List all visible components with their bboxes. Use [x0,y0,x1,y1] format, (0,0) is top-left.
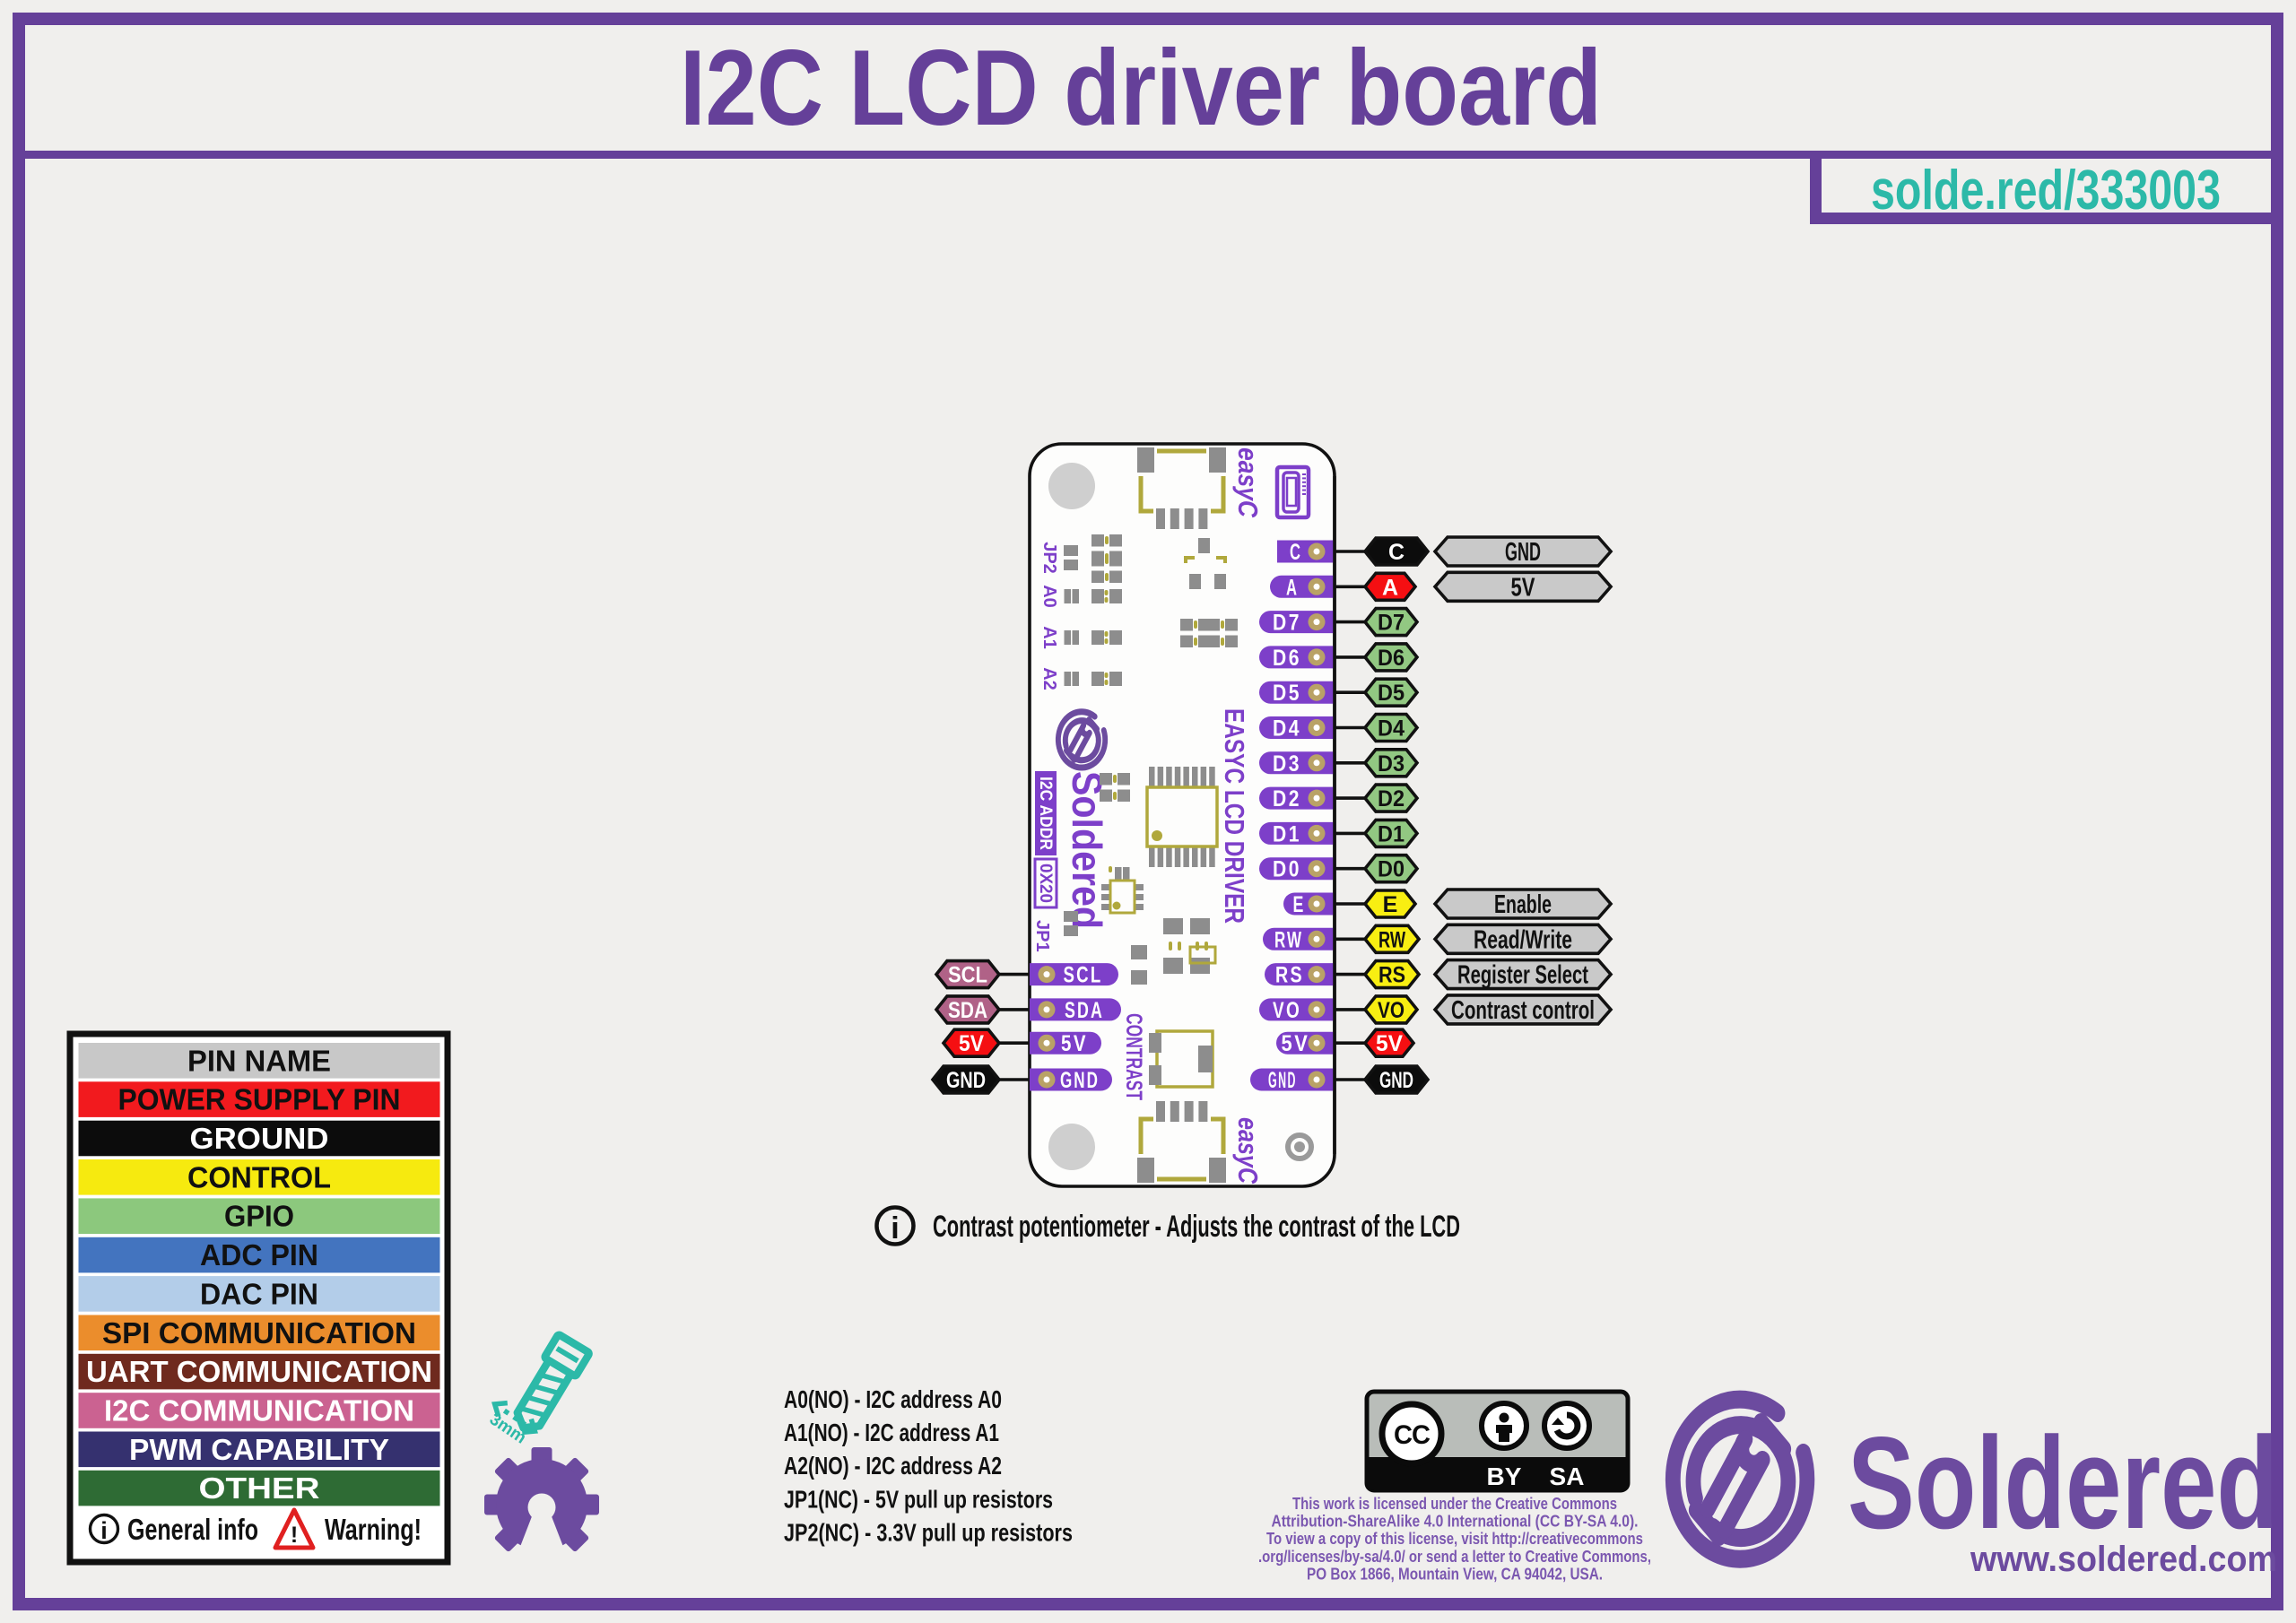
svg-text:PIN NAME: PIN NAME [187,1045,331,1078]
svg-text:D5: D5 [1273,681,1301,706]
svg-text:RS: RS [1378,963,1405,988]
svg-text:Read/Write: Read/Write [1474,925,1572,954]
svg-text:www.soldered.com: www.soldered.com [1970,1540,2277,1579]
svg-text:GND: GND [1505,538,1541,567]
svg-text:!: ! [291,1523,298,1548]
svg-text:GPIO: GPIO [224,1201,294,1234]
svg-text:D2: D2 [1273,786,1301,812]
svg-text:easyC: easyC [1232,447,1264,518]
svg-text:VO: VO [1273,998,1301,1023]
svg-text:A1(NO) - I2C address A1: A1(NO) - I2C address A1 [784,1419,999,1446]
svg-text:OTHER: OTHER [199,1472,320,1506]
svg-text:D0: D0 [1378,857,1405,882]
svg-text:EASYC LCD DRIVER: EASYC LCD DRIVER [1219,708,1250,924]
svg-text:Enable: Enable [1494,890,1552,919]
svg-text:Warning!: Warning! [325,1513,422,1546]
svg-text:Soldered: Soldered [1848,1410,2278,1556]
svg-text:General info: General info [127,1513,258,1546]
svg-text:D1: D1 [1378,821,1405,846]
svg-text:D6: D6 [1378,646,1405,671]
svg-text:E: E [1383,892,1398,917]
svg-text:JP1(NC) - 5V pull up resistors: JP1(NC) - 5V pull up resistors [784,1485,1053,1513]
svg-text:Attribution-ShareAlike 4.0 Int: Attribution-ShareAlike 4.0 International… [1272,1513,1639,1531]
svg-text:i: i [891,1211,899,1245]
svg-text:5V: 5V [1282,1031,1310,1056]
svg-text:SDA: SDA [948,998,987,1023]
svg-text:I2C COMMUNICATION: I2C COMMUNICATION [104,1394,414,1428]
svg-text:BY: BY [1487,1462,1522,1490]
svg-text:I2C ADDR: I2C ADDR [1036,777,1055,850]
svg-text:To view a copy of this license: To view a copy of this license, visit ht… [1266,1530,1643,1548]
svg-text:D1: D1 [1273,821,1301,846]
svg-text:GND: GND [1268,1068,1297,1093]
svg-text:5V: 5V [959,1031,984,1056]
svg-text:C: C [1290,540,1302,565]
svg-text:0X20: 0X20 [1036,864,1055,903]
svg-text:I2C LCD driver board: I2C LCD driver board [680,28,1602,148]
svg-text:CONTRAST: CONTRAST [1121,1013,1146,1100]
svg-text:D7: D7 [1273,611,1301,636]
svg-text:Register Select: Register Select [1457,961,1588,990]
svg-text:5V: 5V [1061,1031,1088,1056]
svg-text:D4: D4 [1273,716,1301,742]
svg-text:SCL: SCL [1064,963,1103,988]
svg-text:E: E [1293,892,1306,917]
svg-text:ADC PIN: ADC PIN [200,1239,318,1272]
svg-text:SA: SA [1550,1462,1585,1490]
svg-text:A2: A2 [1039,667,1059,690]
svg-text:SCL: SCL [948,963,987,988]
svg-text:D6: D6 [1273,646,1301,671]
svg-text:PWM CAPABILITY: PWM CAPABILITY [129,1434,389,1467]
svg-text:A0: A0 [1039,585,1059,608]
svg-text:CC: CC [1394,1420,1430,1450]
svg-text:Contrast control: Contrast control [1451,996,1595,1025]
svg-text:D4: D4 [1378,716,1405,742]
svg-text:D3: D3 [1378,751,1405,777]
svg-text:RS: RS [1275,963,1304,988]
svg-text:This work is licensed under th: This work is licensed under the Creative… [1292,1495,1617,1513]
svg-text:VO: VO [1378,998,1405,1023]
svg-text:D2: D2 [1378,786,1405,812]
svg-text:A2(NO) - I2C address A2: A2(NO) - I2C address A2 [784,1452,1002,1480]
svg-text:solde.red/333003: solde.red/333003 [1871,160,2221,221]
svg-text:A1: A1 [1039,626,1059,649]
svg-text:D3: D3 [1273,751,1301,777]
svg-text:5V: 5V [1511,573,1535,602]
svg-text:A0(NO) - I2C address A0: A0(NO) - I2C address A0 [784,1385,1002,1413]
svg-text:JP1: JP1 [1032,920,1052,952]
svg-text:POWER SUPPLY PIN: POWER SUPPLY PIN [118,1084,401,1117]
svg-text:Contrast potentiometer - Adjus: Contrast potentiometer - Adjusts the con… [933,1210,1460,1244]
svg-text:JP2(NC) - 3.3V pull up resisto: JP2(NC) - 3.3V pull up resistors [784,1518,1073,1546]
svg-text:RW: RW [1378,927,1405,952]
svg-text:D0: D0 [1273,857,1301,882]
svg-text:A: A [1382,575,1398,600]
svg-text:CONTROL: CONTROL [187,1161,331,1194]
svg-text:JP2: JP2 [1039,542,1059,574]
svg-text:C: C [1388,540,1405,565]
svg-text:5V: 5V [1376,1031,1403,1056]
svg-text:GROUND: GROUND [190,1123,329,1156]
svg-text:GND: GND [1379,1068,1413,1093]
svg-text:SPI COMMUNICATION: SPI COMMUNICATION [102,1317,416,1350]
svg-text:D7: D7 [1378,611,1405,636]
svg-text:A: A [1286,575,1299,600]
svg-text:.org/licenses/by-sa/4.0/ or se: .org/licenses/by-sa/4.0/ or send a lette… [1258,1548,1651,1566]
svg-text:GND: GND [1060,1068,1100,1093]
svg-text:easyC: easyC [1232,1117,1264,1184]
svg-text:D5: D5 [1378,681,1405,706]
svg-text:UART COMMUNICATION: UART COMMUNICATION [86,1356,432,1389]
svg-text:RW: RW [1274,927,1303,952]
svg-text:DAC PIN: DAC PIN [200,1278,318,1311]
svg-text:GND: GND [946,1068,986,1093]
svg-text:PO Box 1866, Mountain View, CA: PO Box 1866, Mountain View, CA 94042, US… [1307,1565,1603,1583]
svg-text:SDA: SDA [1065,998,1104,1023]
svg-text:i: i [100,1517,108,1544]
